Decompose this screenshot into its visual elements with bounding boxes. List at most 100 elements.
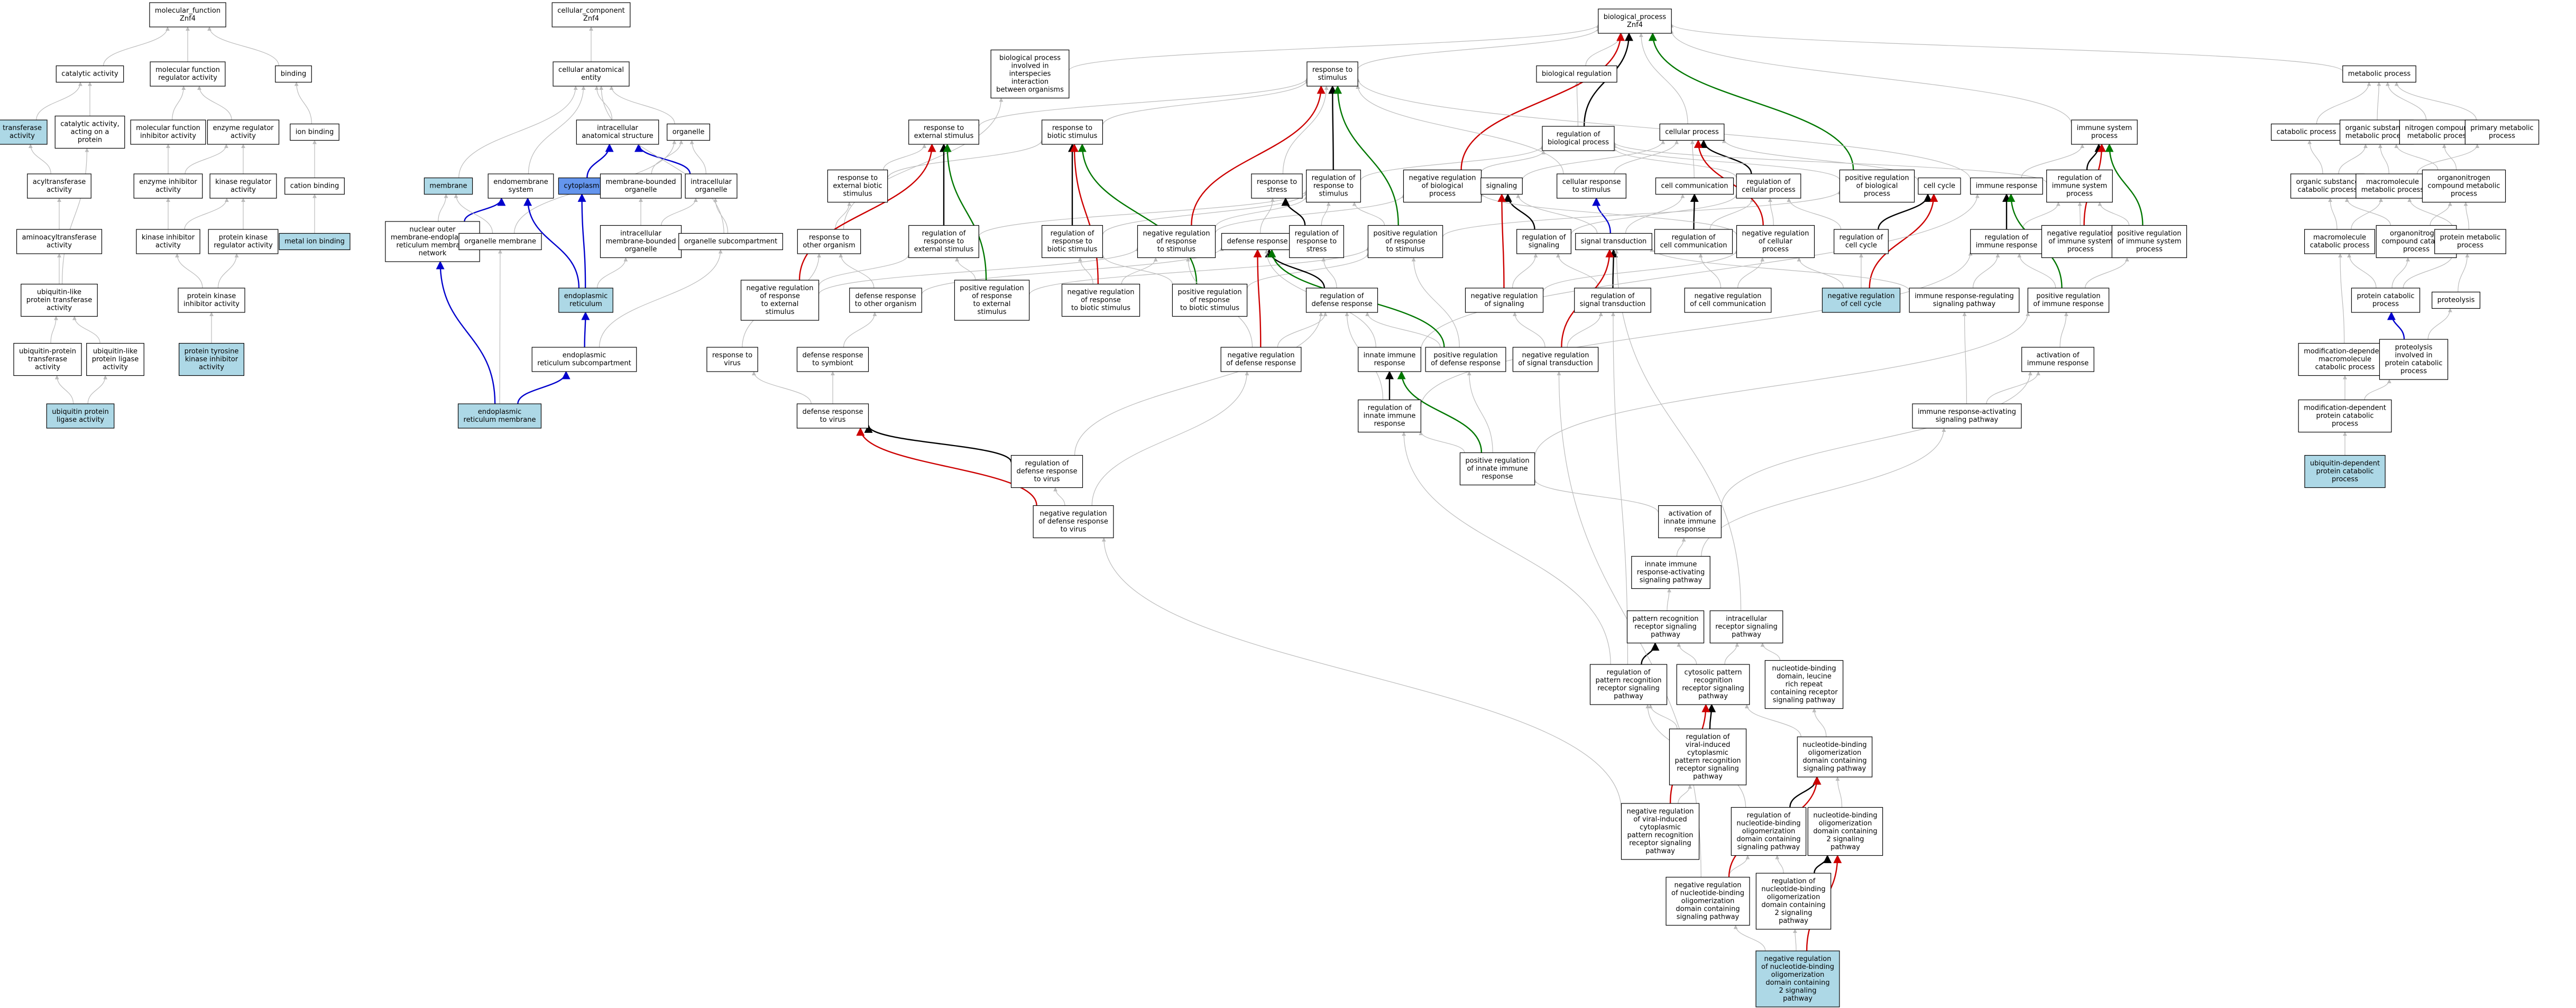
go-term-label-line: pathway [1693,773,1723,781]
edge-is-a [1101,537,1622,811]
edge-negatively-regulates [1460,32,1625,170]
go-term-label-line: pathway [1783,995,1813,1003]
go-term-label-line: cell communication [1661,182,1728,190]
edge-part-of [523,197,580,289]
go-term-box [208,229,279,254]
go-term-label-line: protein catabolic [2316,412,2373,420]
go-term-label-line: oligomerization [1771,971,1825,979]
go-term-label-line: endoplasmic [564,292,608,300]
go-term-label-line: kinase regulator [215,178,271,186]
go-term-box [21,283,98,317]
go-term-box [1626,610,1705,644]
go-term-label-line: of immune system [2117,238,2181,246]
go-term-label-line: biological_process [1604,13,1667,21]
edge-is-a [1215,195,1309,228]
go-term-label-line: membrane-bounded [605,178,676,186]
go-term-box [2356,173,2430,199]
go-term-node-defresp: defense response [1221,233,1294,251]
go-term-label-line: oligomerization [1767,893,1820,901]
go-term-label-line: regulation of [922,230,966,238]
go-term-label-line: positive regulation [2036,292,2100,300]
go-term-label-line: organelle subcompartment [684,238,778,246]
go-term-label-line: immune system [2052,182,2108,190]
go-term-box [1358,399,1421,433]
go-term-label-line: signal transduction [1580,300,1646,308]
go-term-label-line: cellular response [1562,178,1621,186]
go-term-node-innactsig: innate immuneresponse-activatingsignalin… [1631,556,1710,589]
go-term-label-line: macromolecule [2319,356,2371,364]
go-term-label-line: external stimulus [914,246,974,254]
edge-is-a [1028,246,1370,295]
edge-is-a [609,86,675,124]
edge-is-a [1246,252,1370,289]
go-term-label-line: of response [1190,297,1230,304]
go-term-label-line: response to [924,238,964,246]
go-term-label-line: negative regulation [1694,292,1761,300]
go-term-label-line: negative regulation [1674,882,1741,890]
go-term-box [1654,229,1733,254]
go-term-label-line: of nucleotide-binding [1671,890,1744,898]
go-term-label-line: of cellular [1759,238,1793,246]
go-term-label-line: involved in [1011,62,1048,70]
edge-is-a [1321,201,1331,226]
go-term-node-nod2sig: nucleotide-bindingoligomerizationdomain … [1807,807,1883,856]
edge-is-a [103,26,170,66]
go-term-label-line: protein ligase [92,356,139,364]
edge-is-a [1442,190,1842,237]
go-term-label-line: to other organism [855,300,917,308]
go-term-label-line: ubiquitin-like [93,348,137,356]
go-term-label-line: activity [231,132,256,140]
go-term-label-line: regulation of [1557,131,1600,138]
go-term-label-line: immune response [2027,359,2089,367]
edge-is-a [184,198,229,230]
edge-is-a [2085,257,2129,289]
go-term-label-line: rich repeat [1786,681,1823,689]
go-term-label-line: organonitrogen [2437,174,2490,182]
edge-is-a [2385,81,2427,121]
go-term-label-line: to symbiont [812,359,853,367]
go-term-box [458,233,542,251]
go-term-label-line: between organisms [996,86,1064,94]
go-term-label-line: to stimulus [1386,246,1424,254]
edge-regulates [1641,642,1660,665]
go-term-box [2111,225,2187,258]
go-term-label-line: stimulus [765,308,794,316]
go-term-box [558,177,605,195]
go-term-label-line: oligomerization [1742,828,1796,836]
go-term-label-line: regulation of [2058,174,2102,182]
go-term-label-line: positive regulation [1373,230,1437,238]
go-term-box [2351,288,2421,313]
go-term-box [1574,288,1651,313]
edge-regulates [1789,776,1821,808]
edge-is-a [1352,201,1385,226]
go-term-label-line: positive regulation [1845,174,1909,182]
edge-is-a [1611,312,1629,665]
edge-part-of [577,193,586,289]
go-term-label-line: aminoacyltransferase [22,234,97,242]
go-term-label-line: activity [231,186,256,194]
edge-is-a [1676,537,1686,557]
go-term-label-line: containing receptor [1770,689,1838,697]
edge-is-a [2391,257,2411,289]
go-term-label-line: stimulus [1319,190,1348,198]
go-term-label-line: entity [581,74,601,82]
edge-is-a [818,253,911,286]
go-term-label-line: to virus [1061,526,1087,534]
edge-is-a [1102,191,1309,235]
edge-is-a [1614,140,1679,174]
edge-is-a [185,144,228,174]
go-term-box [284,177,345,195]
go-term-box [136,229,200,254]
go-term-box [1736,225,1815,258]
go-term-box [1306,169,1361,203]
go-term-box [487,173,554,199]
